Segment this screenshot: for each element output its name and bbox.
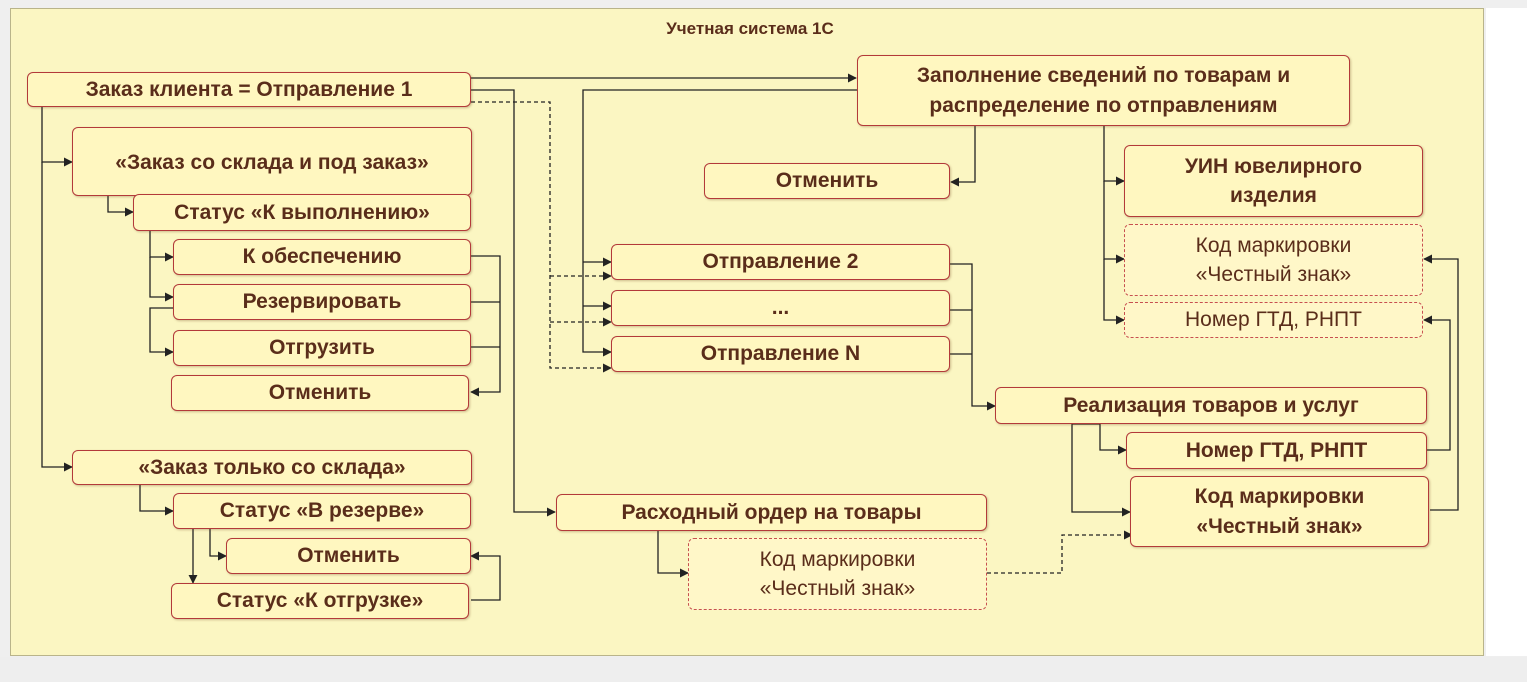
box-status-reserved: Статус «В резерве» [173, 493, 471, 529]
box-ship: Отгрузить [173, 330, 471, 366]
box-gtd-right: Номер ГТД, РНПТ [1124, 302, 1423, 338]
box-uin: УИН ювелирного изделия [1124, 145, 1423, 217]
box-to-provide: К обеспечению [173, 239, 471, 275]
box-status-execute: Статус «К выполнению» [133, 194, 471, 231]
bottom-margin [0, 657, 1527, 682]
box-client-order: Заказ клиента = Отправление 1 [27, 72, 471, 107]
box-shipment-ellipsis: ... [611, 290, 950, 326]
box-cancel-mid: Отменить [704, 163, 950, 199]
box-gtd-sales: Номер ГТД, РНПТ [1126, 432, 1427, 469]
box-cancel-left-1: Отменить [171, 375, 469, 411]
box-cancel-left-2: Отменить [226, 538, 471, 574]
box-reserve: Резервировать [173, 284, 471, 320]
box-expense-order: Расходный ордер на товары [556, 494, 987, 531]
box-stock-only: «Заказ только со склада» [72, 450, 472, 485]
box-stock-and-order: «Заказ со склада и под заказ» [72, 127, 472, 196]
box-shipment-2: Отправление 2 [611, 244, 950, 280]
box-shipment-n: Отправление N [611, 336, 950, 372]
box-mark-code-right: Код маркировки «Честный знак» [1124, 224, 1423, 296]
diagram-title: Учетная система 1С [666, 19, 834, 38]
box-fill-info: Заполнение сведений по товарам и распред… [857, 55, 1350, 126]
box-mark-code-sales: Код маркировки «Честный знак» [1130, 476, 1429, 547]
box-mark-code-bottom: Код маркировки «Честный знак» [688, 538, 987, 610]
box-sales: Реализация товаров и услуг [995, 387, 1427, 424]
box-status-to-ship: Статус «К отгрузке» [171, 583, 469, 619]
right-margin [1486, 8, 1527, 656]
